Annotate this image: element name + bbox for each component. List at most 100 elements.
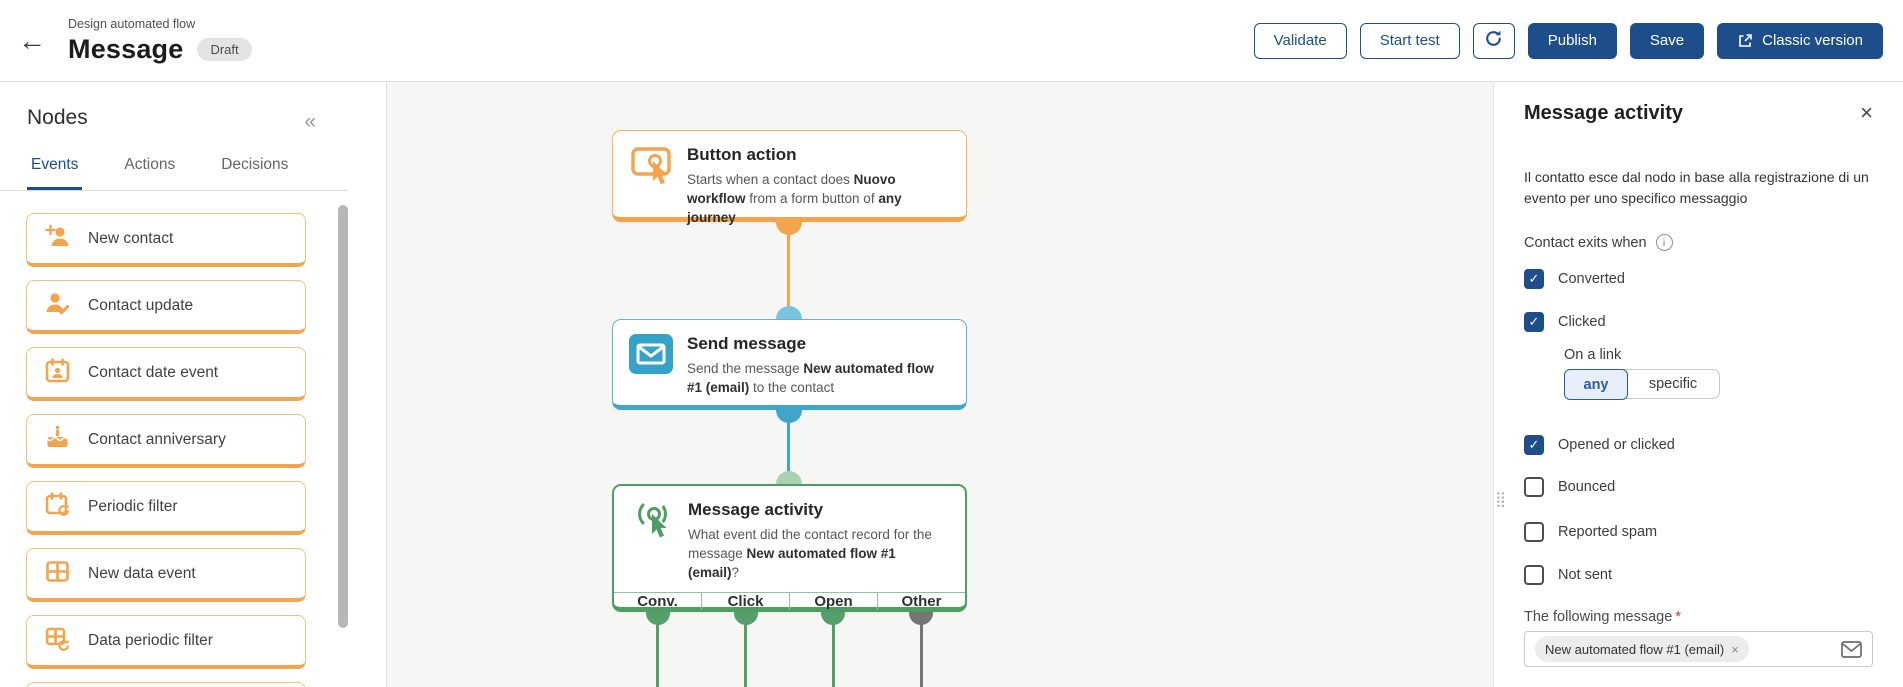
sidebar-item-partial[interactable] (26, 682, 306, 687)
connector-line (832, 624, 835, 687)
link-scope-any[interactable]: any (1564, 369, 1628, 400)
sidebar-scrollbar[interactable] (338, 205, 348, 628)
sidebar-item-contact-date-event[interactable]: Contact date event (26, 347, 306, 401)
data-table-icon (44, 558, 71, 590)
checkbox-row-opened-or-clicked: ✓ Opened or clicked (1524, 435, 1873, 455)
panel-resize-handle[interactable]: ⣿ (1495, 491, 1506, 508)
sidebar-item-contact-anniversary[interactable]: Contact anniversary (26, 414, 306, 468)
refresh-icon (1484, 29, 1503, 52)
required-asterisk: * (1675, 609, 1681, 625)
checkbox-label: Clicked (1558, 314, 1606, 330)
status-badge: Draft (197, 37, 252, 61)
sidebar-item-label: Contact anniversary (88, 430, 226, 448)
data-table-refresh-icon (44, 625, 71, 657)
not-sent-checkbox[interactable] (1524, 565, 1544, 585)
page-title: Message (68, 33, 184, 64)
connector-port[interactable] (776, 410, 802, 423)
external-link-icon (1737, 33, 1753, 49)
start-test-button[interactable]: Start test (1359, 22, 1460, 59)
node-body: Send message Send the message New automa… (687, 334, 950, 395)
nodes-sidebar: Nodes « Events Actions Decisions New con… (0, 82, 348, 687)
checkbox-row-clicked: ✓ Clicked (1524, 312, 1873, 332)
branch-row: Conv. Click Open Other (614, 592, 965, 610)
sidebar-item-periodic-filter[interactable]: Periodic filter (26, 481, 306, 535)
sidebar-item-label: New data event (88, 564, 196, 582)
connector-line (787, 423, 790, 471)
branch-other: Other (877, 593, 965, 610)
nodes-heading: Nodes (27, 106, 88, 129)
tab-actions[interactable]: Actions (124, 156, 176, 173)
message-select-input[interactable]: New automated flow #1 (email) × (1524, 631, 1873, 667)
sidebar-item-new-contact[interactable]: New contact (26, 213, 306, 267)
close-icon[interactable]: × (1860, 100, 1873, 125)
link-scope-specific[interactable]: specific (1648, 376, 1698, 392)
node-button-action[interactable]: Button action Starts when a contact does… (612, 130, 967, 225)
checkbox-row-converted: ✓ Converted (1524, 269, 1873, 289)
classic-version-label: Classic version (1762, 32, 1863, 49)
on-a-link-label: On a link (1564, 347, 1622, 363)
sidebar-item-data-periodic-filter[interactable]: Data periodic filter (26, 615, 306, 669)
sidebar-item-label: Periodic filter (88, 497, 178, 515)
classic-version-button[interactable]: Classic version (1717, 22, 1883, 59)
connector-line (656, 624, 659, 687)
button-action-icon (629, 145, 673, 207)
node-message-activity[interactable]: Message activity What event did the cont… (612, 484, 967, 612)
branch-port-click[interactable] (734, 612, 758, 625)
connector-port[interactable] (776, 222, 802, 235)
flow-canvas[interactable]: Button action Starts when a contact does… (387, 82, 1493, 687)
branch-port-open[interactable] (821, 612, 845, 625)
refresh-button[interactable] (1472, 22, 1515, 59)
branch-port-conv[interactable] (646, 612, 670, 625)
node-description: Send the message New automated flow #1 (… (687, 361, 934, 395)
cake-icon (44, 424, 71, 456)
connector-line (744, 624, 747, 687)
title-block: Design automated flow Message Draft (68, 17, 252, 65)
sidebar-item-contact-update[interactable]: Contact update (26, 280, 306, 334)
connector-port[interactable] (776, 306, 802, 319)
branch-open: Open (789, 593, 877, 610)
opened-or-clicked-checkbox[interactable]: ✓ (1524, 435, 1544, 455)
tab-decisions[interactable]: Decisions (221, 156, 289, 173)
sidebar-tabs: Events Actions Decisions (0, 130, 348, 191)
clicked-checkbox[interactable]: ✓ (1524, 312, 1544, 332)
validate-button[interactable]: Validate (1253, 22, 1347, 59)
sidebar-item-label: Data periodic filter (88, 631, 213, 649)
message-tag: New automated flow #1 (email) × (1535, 636, 1749, 662)
connector-line (920, 624, 923, 687)
node-body: Button action Starts when a contact does… (687, 145, 950, 225)
header-actions: Validate Start test Publish Save Classic… (1253, 22, 1883, 59)
checkbox-label: Not sent (1558, 567, 1612, 583)
connector-port[interactable] (776, 471, 802, 484)
checkbox-label: Opened or clicked (1558, 437, 1675, 453)
calendar-refresh-icon (44, 491, 71, 523)
converted-checkbox[interactable]: ✓ (1524, 269, 1544, 289)
reported-spam-checkbox[interactable] (1524, 522, 1544, 542)
node-send-message[interactable]: Send message Send the message New automa… (612, 319, 967, 410)
remove-tag-icon[interactable]: × (1731, 641, 1739, 657)
branch-port-other[interactable] (909, 612, 933, 625)
info-icon[interactable]: i (1655, 234, 1673, 251)
branch-click: Click (701, 593, 789, 610)
bounced-checkbox[interactable] (1524, 477, 1544, 497)
checkbox-row-bounced: Bounced (1524, 477, 1873, 497)
checkbox-label: Reported spam (1558, 524, 1658, 540)
collapse-sidebar-icon[interactable]: « (304, 110, 316, 133)
save-button[interactable]: Save (1629, 22, 1705, 59)
back-button[interactable]: ← (18, 24, 46, 56)
sidebar-gutter (348, 82, 387, 687)
tab-events[interactable]: Events (27, 156, 83, 190)
node-body: Message activity What event did the cont… (688, 500, 949, 582)
sidebar-item-new-data-event[interactable]: New data event (26, 548, 306, 602)
checkbox-row-not-sent: Not sent (1524, 565, 1873, 585)
branch-conv: Conv. (637, 593, 678, 610)
node-description: Starts when a contact does Nuovo workflo… (687, 172, 902, 225)
connector-line (787, 235, 790, 306)
checkbox-label: Converted (1558, 271, 1625, 287)
mail-icon[interactable] (1841, 640, 1862, 658)
breadcrumb: Design automated flow (68, 16, 196, 31)
message-activity-panel: ⣿ Message activity × Il contatto esce da… (1493, 82, 1903, 687)
link-scope-toggle: any specific (1564, 369, 1720, 400)
checkbox-label: Bounced (1558, 479, 1616, 495)
publish-button[interactable]: Publish (1527, 22, 1617, 59)
person-plus-icon (44, 223, 71, 255)
